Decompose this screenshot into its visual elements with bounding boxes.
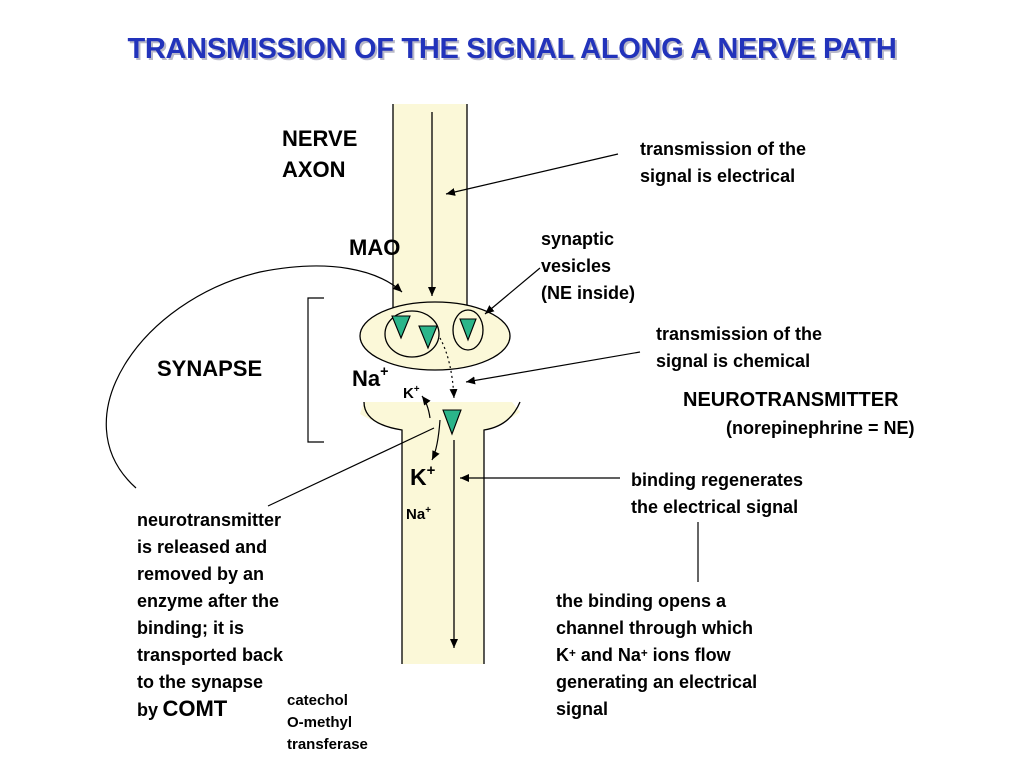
ion-symbol: Na	[352, 366, 381, 391]
potassium-ion-upper: K+	[403, 383, 420, 403]
chemical-pointer	[465, 351, 641, 385]
electrical-pointer	[445, 153, 619, 196]
note-line: transmission of the	[656, 324, 823, 344]
postsynaptic-membrane-right-edge	[483, 401, 521, 664]
by-comt-line: by COMT	[137, 696, 227, 722]
note-line: signal	[556, 699, 609, 719]
vesicles-pointer	[484, 267, 541, 315]
note-line: signal is electrical	[640, 166, 796, 186]
ion-symbol: K	[403, 385, 414, 402]
channel-note: the binding opens a channel through whic…	[556, 588, 757, 723]
note-line: removed by an	[137, 564, 265, 584]
comt-label: COMT	[162, 696, 228, 721]
potassium-ion-lower: K+	[410, 461, 436, 492]
nerve-axon-label-line: AXON	[282, 157, 346, 182]
note-line: generating an electrical	[556, 672, 758, 692]
ne-bound-receptor	[442, 409, 462, 436]
neurotransmitter-sublabel: (norepinephrine = NE)	[726, 418, 915, 438]
electrical-note: transmission of the signal is electrical	[640, 136, 806, 190]
note-line: (NE inside)	[541, 283, 636, 303]
neurotransmitter-label: NEUROTRANSMITTER	[683, 389, 899, 411]
vesicles-note: synaptic vesicles (NE inside)	[541, 226, 635, 307]
ion-charge: +	[413, 383, 420, 395]
nerve-axon-label-line: NERVE	[282, 126, 358, 151]
comt-expansion: catechol O-methyl transferase	[287, 690, 368, 756]
chemical-note: transmission of the signal is chemical	[656, 321, 822, 375]
ne-molecule	[391, 315, 411, 340]
note-fragment: and Na	[575, 645, 641, 665]
ion-charge: +	[425, 504, 431, 516]
note-line: transmission of the	[640, 139, 807, 159]
sodium-ion-lower: Na+	[406, 504, 431, 524]
ion-channel-arrow	[421, 395, 431, 419]
ne-molecule	[418, 325, 438, 350]
note-line: signal is chemical	[656, 351, 811, 371]
ion-charge: +	[569, 647, 576, 661]
upper-axon	[393, 104, 467, 326]
note-line: enzyme after the	[137, 591, 280, 611]
sodium-ion-upper: Na+	[352, 363, 389, 392]
mao-label: MAO	[349, 235, 401, 260]
synapse-bracket	[307, 297, 324, 443]
ne-molecule	[459, 318, 477, 342]
note-line: K+ and Na+ ions flow	[556, 642, 757, 669]
postsynaptic-membrane-left-edge	[363, 401, 403, 664]
note-line: transported back	[137, 645, 284, 665]
note-line: the electrical signal	[631, 497, 799, 517]
note-line: binding regenerates	[631, 470, 804, 490]
note-line: channel through which	[556, 618, 753, 638]
note-line: O-methyl	[287, 714, 353, 731]
ion-charge: +	[640, 647, 648, 661]
binding-note: binding regenerates the electrical signa…	[631, 467, 803, 521]
postsynaptic-membrane	[360, 402, 520, 664]
nerve-axon-label: NERVE AXON	[282, 123, 357, 185]
synapse-label: SYNAPSE	[157, 356, 263, 381]
by-word: by	[137, 700, 159, 720]
note-line: synaptic	[541, 229, 615, 249]
ion-symbol: Na	[406, 506, 426, 523]
enzyme-pointer-line	[267, 427, 435, 507]
note-line: catechol	[287, 692, 348, 709]
ion-charge: +	[426, 461, 436, 479]
note-line: vesicles	[541, 256, 612, 276]
note-line: is released and	[137, 537, 268, 557]
note-line: transferase	[287, 736, 368, 753]
ion-charge: +	[380, 363, 389, 380]
released-note: neurotransmitter is released and removed…	[137, 507, 283, 696]
note-line: to the synapse	[137, 672, 264, 692]
note-line: binding; it is	[137, 618, 244, 638]
page-title: TRANSMISSION OF THE SIGNAL ALONG A NERVE…	[127, 33, 897, 65]
note-fragment: K	[556, 645, 569, 665]
ion-channel-arrow	[431, 419, 441, 461]
note-line: the binding opens a	[556, 591, 726, 611]
ion-symbol: K	[410, 464, 427, 490]
reuptake-curve	[105, 265, 403, 489]
note-line: neurotransmitter	[137, 510, 282, 530]
note-fragment: ions flow	[647, 645, 731, 665]
release-path	[439, 337, 458, 399]
